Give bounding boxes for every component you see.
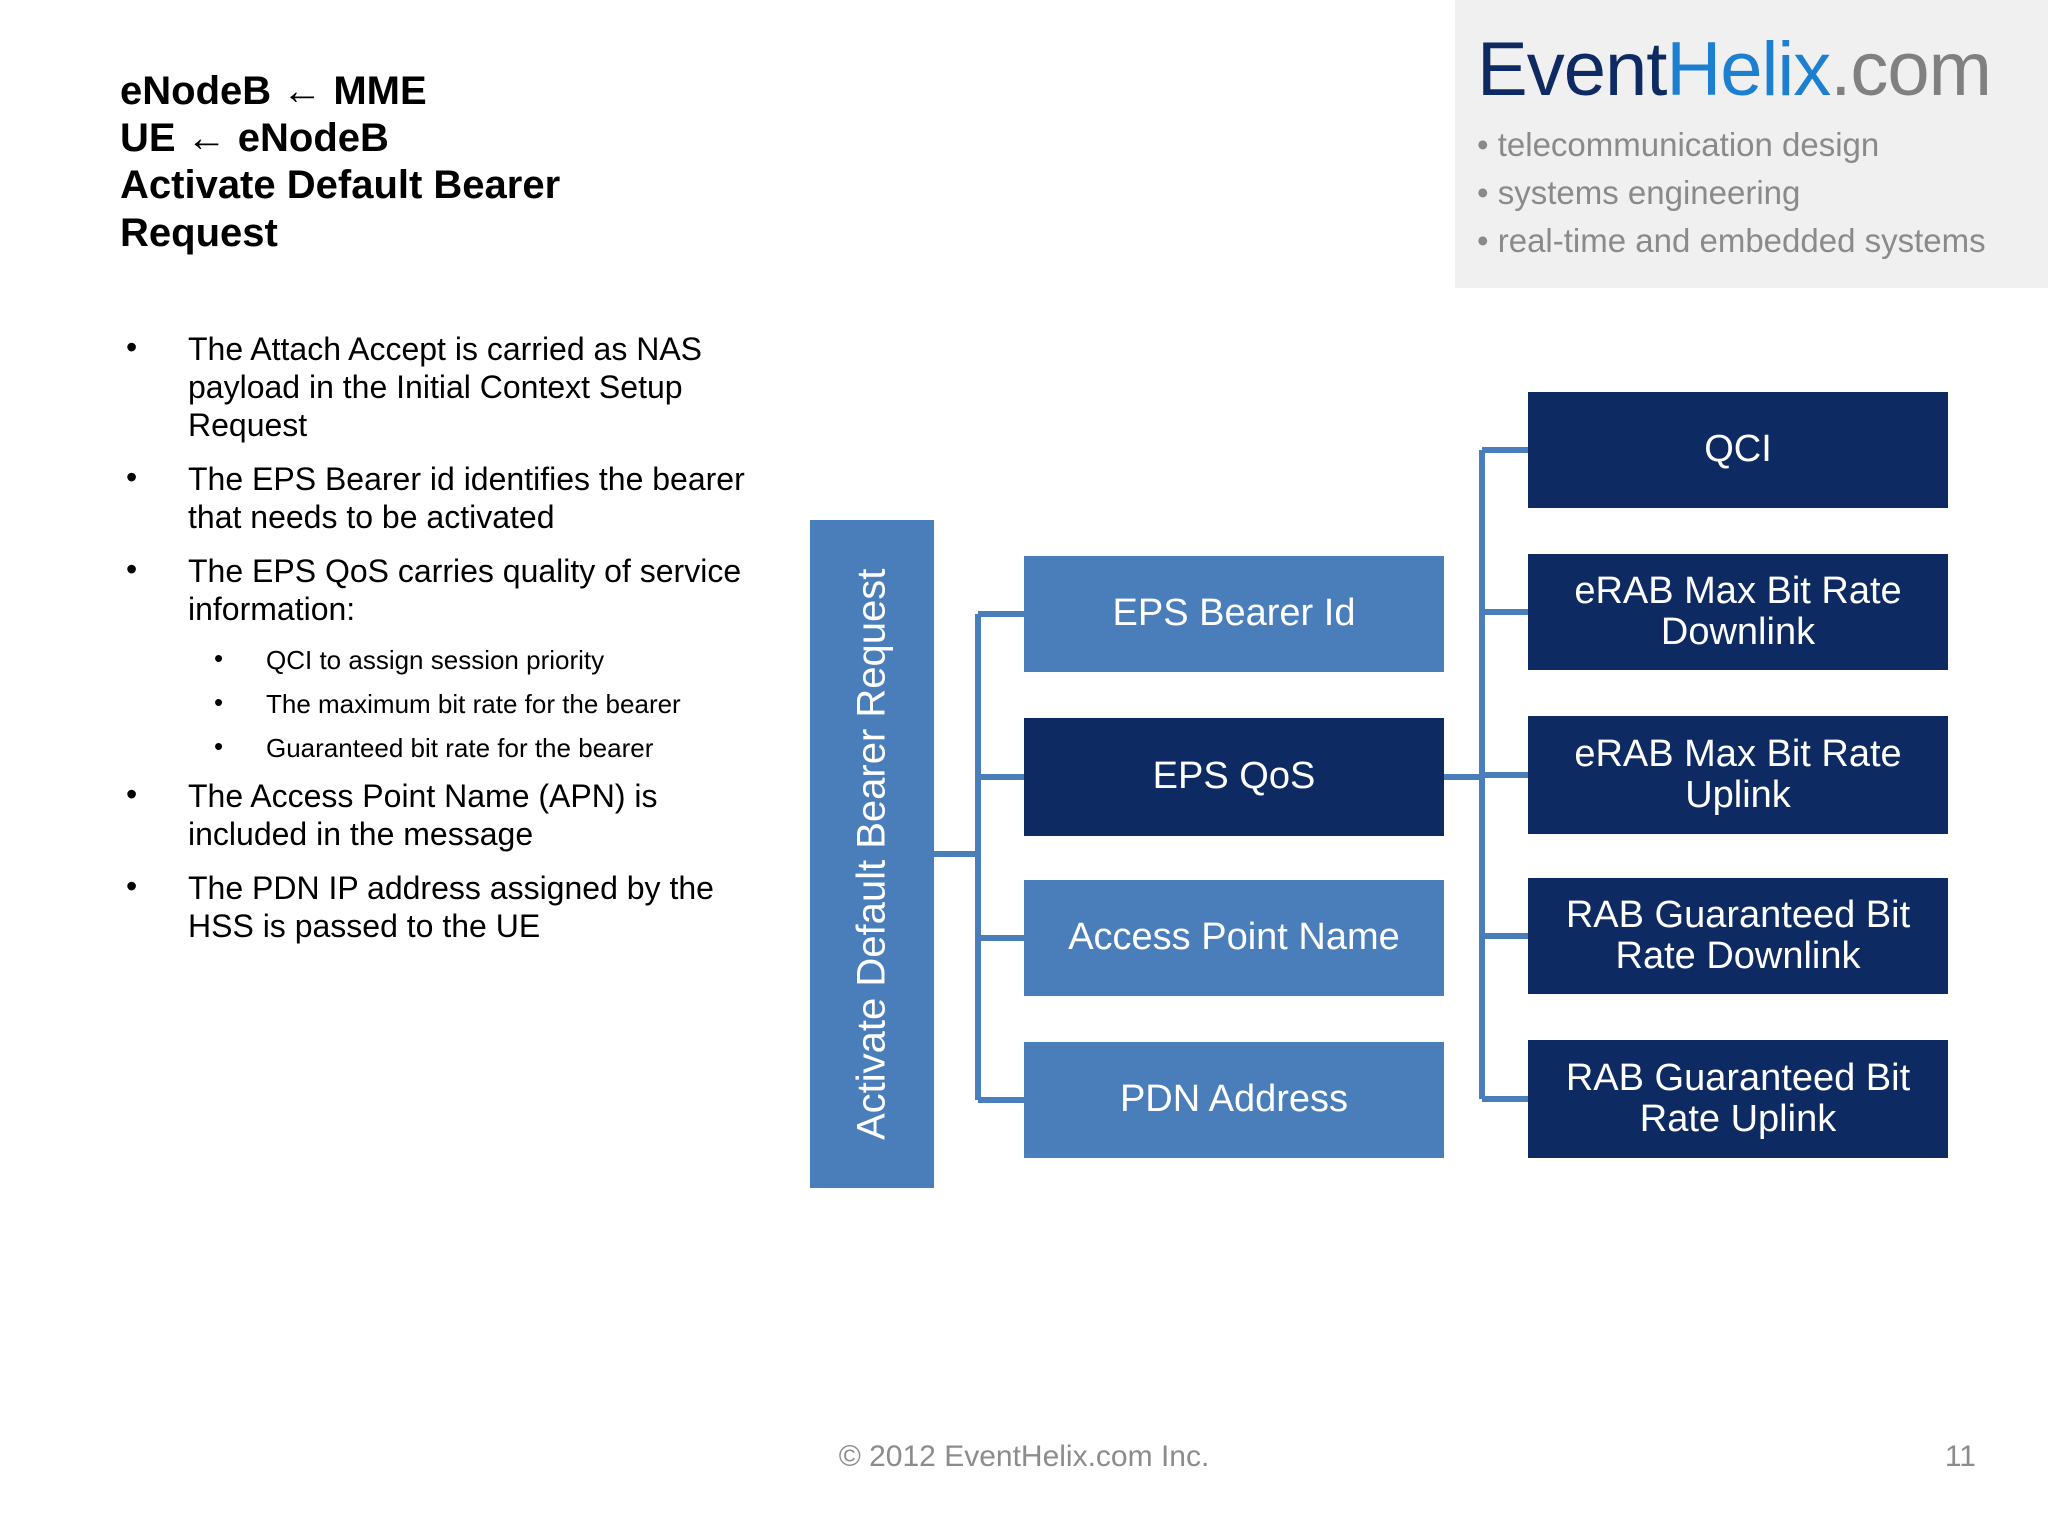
title-line-3: Activate Default Bearer — [120, 163, 561, 208]
footer-page-number: 11 — [1944, 1440, 1976, 1473]
sub-bullet-item: QCI to assign session priority — [118, 643, 758, 676]
diagram-node-access-point-name[interactable]: Access Point Name — [1024, 880, 1444, 996]
diagram-node-eps-qos[interactable]: EPS QoS — [1024, 718, 1444, 836]
logo-word-helix: Helix — [1666, 27, 1831, 112]
bullet-item: The EPS QoS carries quality of service i… — [118, 550, 758, 628]
title-line-4: Request — [120, 210, 278, 255]
bullet-item: The Attach Accept is carried as NAS payl… — [118, 328, 758, 444]
bullet-list: The Attach Accept is carried as NAS payl… — [118, 328, 758, 961]
diagram-node-activate-default-bearer-request[interactable]: Activate Default Bearer Request — [810, 520, 934, 1188]
eventhelix-logo: EventHelix.com — [1477, 26, 1992, 113]
diagram-node-erab-max-bit-rate-uplink[interactable]: eRAB Max Bit Rate Uplink — [1528, 716, 1948, 834]
diagram-node-rab-guaranteed-bit-rate-downlink[interactable]: RAB Guaranteed Bit Rate Downlink — [1528, 878, 1948, 994]
diagram-node-eps-bearer-id[interactable]: EPS Bearer Id — [1024, 556, 1444, 672]
title-line-1: eNodeB ← MME — [120, 69, 427, 113]
tagline-realtime-embedded-systems: • real-time and embedded systems — [1477, 222, 1986, 259]
bullet-item: The Access Point Name (APN) is included … — [118, 775, 758, 853]
sub-bullet-group: QCI to assign session priority The maxim… — [118, 643, 758, 765]
logo-word-event: Event — [1477, 27, 1667, 112]
sub-bullet-item: The maximum bit rate for the bearer — [118, 687, 758, 720]
diagram-node-rab-guaranteed-bit-rate-uplink[interactable]: RAB Guaranteed Bit Rate Uplink — [1528, 1040, 1948, 1158]
logo-word-com: .com — [1830, 27, 1992, 112]
diagram-node-pdn-address[interactable]: PDN Address — [1024, 1042, 1444, 1158]
slide-title: eNodeB ← MME UE ← eNodeB Activate Defaul… — [120, 68, 760, 257]
diagram-node-qci[interactable]: QCI — [1528, 392, 1948, 508]
tagline-systems-engineering: • systems engineering — [1477, 174, 1801, 211]
tagline-telecommunication-design: • telecommunication design — [1477, 126, 1880, 163]
brand-header-panel: EventHelix.com • telecommunication desig… — [1455, 0, 2048, 288]
bullet-item: The PDN IP address assigned by the HSS i… — [118, 867, 758, 945]
title-line-2: UE ← eNodeB — [120, 116, 389, 161]
bullet-item: The EPS Bearer id identifies the bearer … — [118, 458, 758, 536]
diagram-node-erab-max-bit-rate-downlink[interactable]: eRAB Max Bit Rate Downlink — [1528, 554, 1948, 670]
footer-copyright: © 2012 EventHelix.com Inc. — [838, 1440, 1210, 1473]
sub-bullet-item: Guaranteed bit rate for the bearer — [118, 731, 758, 764]
